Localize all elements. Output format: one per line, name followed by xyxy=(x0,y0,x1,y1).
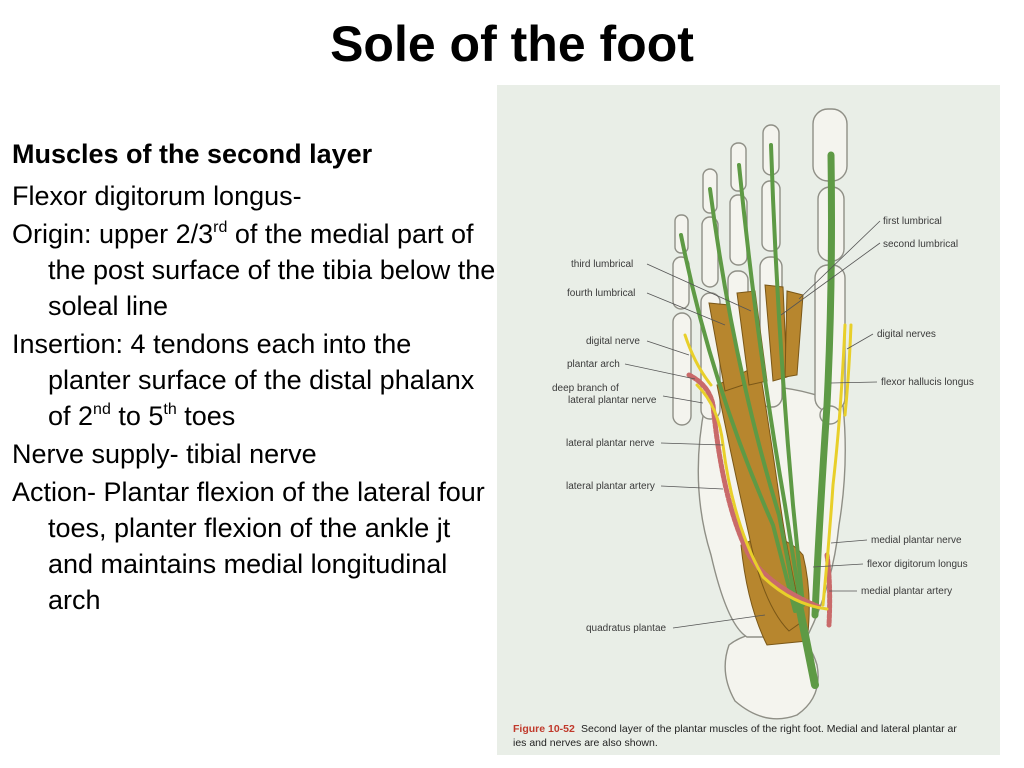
insertion-text: Insertion: 4 tendons each into the plant… xyxy=(12,326,496,434)
medial-plantar-nerve-leader xyxy=(830,539,868,544)
label-first-lumbrical: first lumbrical xyxy=(883,216,942,227)
label-deep-branch-line2: lateral plantar nerve xyxy=(568,395,657,406)
fdl-tendon xyxy=(769,143,805,607)
label-plantar-arch: plantar arch xyxy=(567,359,620,370)
nerve-supply-text: Nerve supply- tibial nerve xyxy=(12,439,317,469)
origin-superscript: rd xyxy=(213,219,228,236)
label-digital-nerves: digital nerves xyxy=(877,329,936,340)
digital-nerve-leader xyxy=(646,340,690,356)
nerves xyxy=(683,323,853,611)
label-lateral-plantar-artery: lateral plantar artery xyxy=(566,481,655,492)
section-heading: Muscles of the second layer xyxy=(12,139,373,169)
label-leaders xyxy=(624,220,881,629)
fhl-tendon xyxy=(811,151,835,619)
insertion-superscript-nd: nd xyxy=(93,401,111,418)
quadratus-plantae-leader xyxy=(672,614,766,629)
first-lumbrical-leader xyxy=(798,220,881,300)
foot-illustration: first lumbrical second lumbrical third l… xyxy=(497,85,1000,755)
action-text: Action- Plantar flexion of the lateral f… xyxy=(12,477,485,615)
label-digital-nerve: digital nerve xyxy=(586,336,640,347)
fdl-tendon xyxy=(737,163,803,609)
label-flexor-digitorum-longus: flexor digitorum longus xyxy=(867,559,968,570)
plantar-arch-leader xyxy=(624,363,696,380)
insertion-text-end: toes xyxy=(176,401,236,431)
caption-line1: Second layer of the plantar muscles of t… xyxy=(581,723,957,735)
origin-text-start: Origin: upper 2/3 xyxy=(12,219,214,249)
lateral-plantar-artery-leader xyxy=(660,485,724,490)
label-second-lumbrical: second lumbrical xyxy=(883,239,958,250)
flexor-digitorum-longus-leader xyxy=(812,563,864,568)
caption-line2: ies and nerves are also shown. xyxy=(513,737,658,749)
caption-figure-number: Figure 10-52 xyxy=(513,723,575,735)
fdl-tendon xyxy=(679,233,797,613)
metatarsal-bone xyxy=(672,312,692,426)
origin-text: Origin: upper 2/3rd of the medial part o… xyxy=(12,216,496,324)
tendons xyxy=(679,143,835,689)
text-panel: Muscles of the second layer Flexor digit… xyxy=(12,136,496,620)
lateral-plantar-nerve-leader xyxy=(660,442,724,446)
muscle-name: Flexor digitorum longus- xyxy=(12,181,302,211)
fdl-common-tendon xyxy=(795,601,819,689)
label-lateral-plantar-nerve: lateral plantar nerve xyxy=(566,438,655,449)
lateral-plantar-artery xyxy=(686,372,822,610)
deep-branch-leader xyxy=(662,395,704,404)
medial-plantar-nerve xyxy=(821,323,847,607)
insertion-text-mid: to 5 xyxy=(110,401,164,431)
label-medial-plantar-nerve: medial plantar nerve xyxy=(871,535,962,546)
label-deep-branch-line1: deep branch of xyxy=(552,383,619,394)
insertion-superscript-th: th xyxy=(163,401,177,418)
digital-nerves-leader xyxy=(846,333,874,350)
foot-anatomy-figure: first lumbrical second lumbrical third l… xyxy=(497,85,1000,755)
origin-text-end: of the medial part of the post surface o… xyxy=(48,219,496,321)
figure-caption: Figure 10-52 Second layer of the plantar… xyxy=(513,723,957,749)
figure-labels: first lumbrical second lumbrical third l… xyxy=(552,216,974,634)
lateral-plantar-nerve xyxy=(695,383,829,611)
label-flexor-hallucis-longus: flexor hallucis longus xyxy=(881,377,974,388)
slide-title: Sole of the foot xyxy=(330,16,694,72)
second-lumbrical-leader xyxy=(780,242,881,316)
fdl-tendon xyxy=(708,187,799,611)
third-lumbrical-leader xyxy=(646,263,752,312)
label-quadratus-plantae: quadratus plantae xyxy=(586,623,667,634)
label-medial-plantar-artery: medial plantar artery xyxy=(861,586,952,597)
lumbrical-muscle xyxy=(784,290,804,378)
digital-nerve xyxy=(683,333,713,387)
digital-nerves xyxy=(843,323,853,417)
label-third-lumbrical: third lumbrical xyxy=(571,259,633,270)
fourth-lumbrical-leader xyxy=(646,292,726,326)
flexor-hallucis-longus-leader xyxy=(830,381,878,384)
label-fourth-lumbrical: fourth lumbrical xyxy=(567,288,635,299)
insertion-text-start: Insertion: 4 tendons each into the plant… xyxy=(12,329,475,431)
